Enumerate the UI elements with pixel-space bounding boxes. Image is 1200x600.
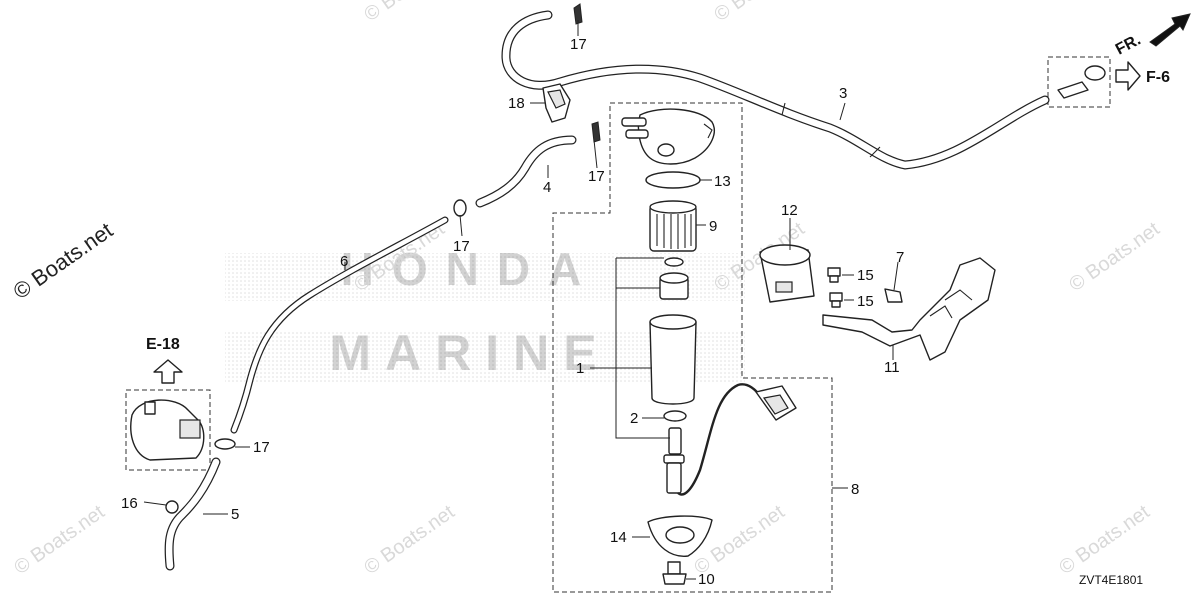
connector-f6 bbox=[1057, 65, 1106, 99]
hose-6 bbox=[230, 216, 449, 434]
e18-arrow-icon bbox=[153, 359, 183, 384]
watermark-site: © Boats.net bbox=[1065, 218, 1164, 296]
part-number-labels: 17 18 3 4 17 13 9 17 6 1 2 8 14 10 12 15… bbox=[121, 36, 904, 588]
watermark-site: © Boats.net bbox=[690, 501, 789, 579]
e18-reference: E-18 bbox=[146, 336, 180, 353]
label-part-11: 11 bbox=[884, 359, 900, 376]
small-ring bbox=[664, 257, 684, 267]
label-part-15-upper: 15 bbox=[857, 267, 874, 284]
label-part-12: 12 bbox=[781, 202, 798, 219]
clip-17-lower bbox=[214, 438, 236, 450]
label-part-13: 13 bbox=[714, 173, 731, 190]
filter-cup-1 bbox=[649, 314, 697, 405]
label-part-17-mid: 17 bbox=[453, 238, 470, 255]
assembly-outlines bbox=[125, 56, 1111, 593]
filter-element-9 bbox=[649, 200, 697, 252]
fuel-pump-e18 bbox=[130, 399, 205, 461]
label-part-9: 9 bbox=[709, 218, 717, 235]
label-part-18: 18 bbox=[508, 95, 525, 112]
label-part-10: 10 bbox=[698, 571, 715, 588]
watermark-site: © Boats.net bbox=[9, 217, 118, 304]
leader-lines bbox=[143, 20, 899, 580]
label-part-6: 6 bbox=[340, 253, 348, 270]
front-reference: FR. bbox=[1113, 31, 1144, 58]
o-ring-2 bbox=[663, 410, 687, 422]
label-part-16: 16 bbox=[121, 495, 138, 512]
label-part-1: 1 bbox=[576, 360, 584, 377]
bracket-11 bbox=[822, 257, 996, 361]
clip-17-filter bbox=[591, 121, 601, 143]
watermark-site: © Boats.net bbox=[360, 501, 459, 579]
watermark-site: © Boats.net bbox=[710, 0, 809, 26]
hose-clips-17 bbox=[165, 3, 601, 514]
holder-12 bbox=[759, 244, 815, 303]
watermark-site: © Boats.net bbox=[360, 0, 459, 26]
label-part-4: 4 bbox=[543, 179, 551, 196]
label-part-7: 7 bbox=[896, 249, 904, 266]
watermark-site: © Boats.net bbox=[10, 501, 109, 579]
f6-reference: F-6 bbox=[1146, 69, 1170, 86]
bolt-10 bbox=[662, 561, 687, 585]
label-part-3: 3 bbox=[839, 85, 847, 102]
label-part-5: 5 bbox=[231, 506, 239, 523]
label-part-2: 2 bbox=[630, 410, 638, 427]
clip-7 bbox=[884, 288, 903, 303]
watermark-brand-line2: MARINE bbox=[329, 325, 610, 381]
o-ring-13 bbox=[645, 171, 701, 189]
label-part-14: 14 bbox=[610, 529, 627, 546]
hose-3 bbox=[501, 10, 1050, 170]
clip-17-top bbox=[573, 3, 583, 25]
hose-5 bbox=[164, 457, 221, 571]
clip-17-mid bbox=[453, 199, 467, 217]
plate-14 bbox=[647, 515, 713, 557]
drawing-code: ZVT4E1801 bbox=[1079, 573, 1143, 587]
f6-reference-box bbox=[1047, 56, 1111, 108]
e18-reference-box bbox=[125, 389, 211, 471]
f6-arrow-icon bbox=[1115, 61, 1141, 91]
hose-4 bbox=[475, 135, 577, 208]
label-part-17-lower: 17 bbox=[253, 439, 270, 456]
label-part-15-lower: 15 bbox=[857, 293, 874, 310]
water-sensor bbox=[663, 383, 797, 496]
direction-arrows bbox=[153, 13, 1191, 384]
filter-cap bbox=[621, 108, 715, 165]
hose-holder-18 bbox=[542, 83, 571, 123]
watermark-site: © Boats.net bbox=[1055, 501, 1154, 579]
label-part-8: 8 bbox=[851, 481, 859, 498]
label-part-17-top: 17 bbox=[570, 36, 587, 53]
label-part-17-filter: 17 bbox=[588, 168, 605, 185]
spacer bbox=[659, 272, 689, 300]
front-arrow-icon bbox=[1149, 13, 1191, 47]
clip-16 bbox=[165, 500, 179, 514]
bolts-15 bbox=[827, 267, 843, 308]
